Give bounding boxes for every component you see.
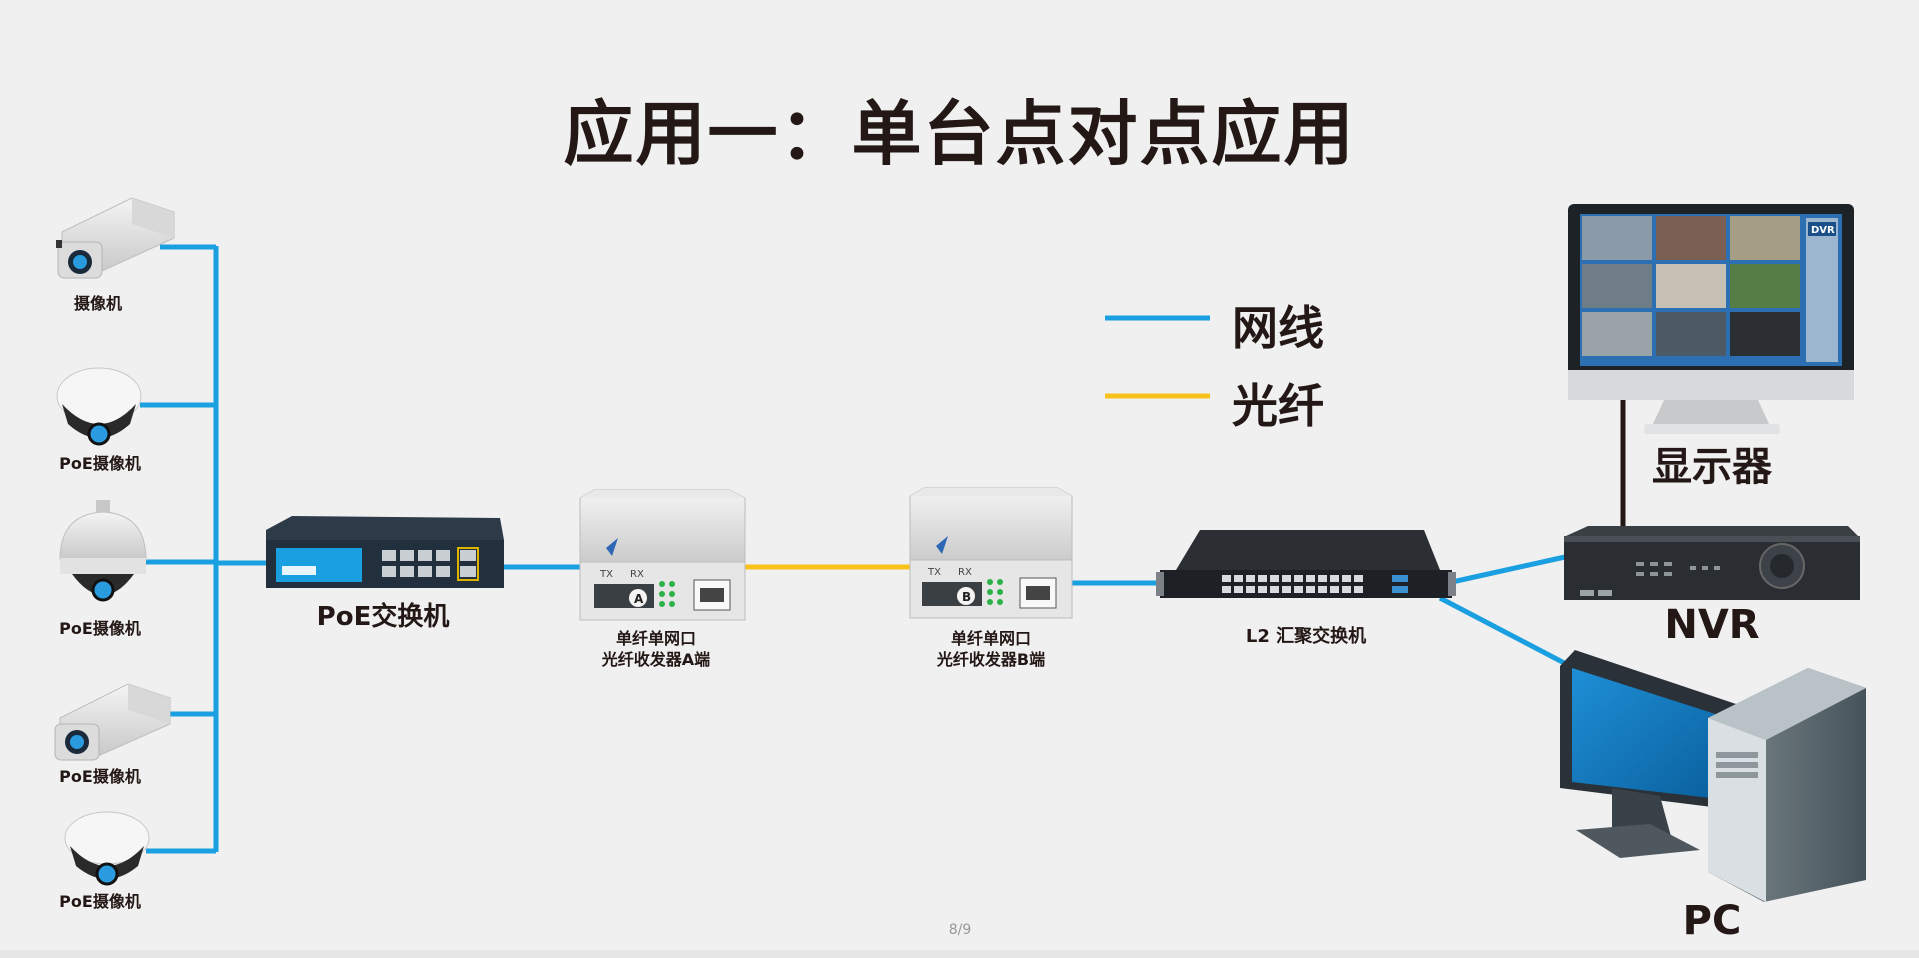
camera-label: PoE摄像机: [59, 892, 141, 911]
l2-aggregation-switch-icon: [1156, 530, 1456, 598]
transceiver-b-label-line1: 单纤单网口: [950, 629, 1031, 648]
dvr-label: DVR: [1811, 225, 1835, 236]
camera-label: PoE摄像机: [59, 619, 141, 638]
poe-switch-icon: [266, 516, 504, 588]
video-wall-tiles: [1582, 216, 1800, 356]
nvr-icon: [1564, 526, 1860, 600]
bottom-toolbar: [0, 950, 1919, 958]
monitor-label: 显示器: [1652, 444, 1772, 490]
pc-icon: [1560, 650, 1866, 902]
fiber-transceiver-b-icon: TX RX B: [909, 487, 1073, 619]
fiber-transceiver-a-icon: TX RX A: [579, 489, 746, 621]
transceiver-a-label: 单纤单网口 光纤收发器A端: [556, 628, 756, 670]
rx-label: RX: [958, 567, 972, 578]
bullet-camera-icon: [56, 197, 175, 279]
nvr-label: NVR: [1664, 602, 1760, 648]
page-indicator: 8/9: [948, 922, 972, 938]
legend-fiber-label: 光纤: [1232, 379, 1324, 433]
port-a-label: A: [634, 592, 644, 606]
dome-camera-icon: [56, 367, 142, 446]
transceiver-b-label-line2: 光纤收发器B端: [936, 650, 1046, 669]
camera-label: PoE摄像机: [59, 767, 141, 786]
poe-switch-label: PoE交换机: [316, 602, 450, 632]
transceiver-a-label-line2: 光纤收发器A端: [601, 650, 711, 669]
port-b-label: B: [962, 590, 971, 604]
network-cables: [140, 244, 1572, 854]
legend-network-cable-label: 网线: [1232, 301, 1324, 355]
speed-dome-camera-icon: [59, 500, 147, 602]
monitor-icon: DVR: [1568, 204, 1854, 434]
cable-l2-switch-to-pc: [1438, 595, 1572, 669]
rx-label: RX: [630, 569, 644, 580]
page-title: 应用一：单台点对点应用: [563, 93, 1356, 175]
camera-label: PoE摄像机: [59, 454, 141, 473]
transceiver-a-label-line1: 单纤单网口: [615, 629, 696, 648]
l2-switch-label: L2 汇聚交换机: [1245, 626, 1367, 647]
tx-label: TX: [927, 567, 941, 578]
bullet-camera-icon: [54, 683, 171, 761]
fiber-cables: [745, 393, 1210, 570]
cable-l2-switch-to-nvr: [1451, 554, 1566, 585]
transceiver-b-label: 单纤单网口 光纤收发器B端: [891, 628, 1091, 670]
dome-camera-icon: [64, 811, 150, 886]
pc-label: PC: [1682, 898, 1742, 944]
tx-label: TX: [599, 569, 613, 580]
camera-label: 摄像机: [73, 294, 122, 313]
